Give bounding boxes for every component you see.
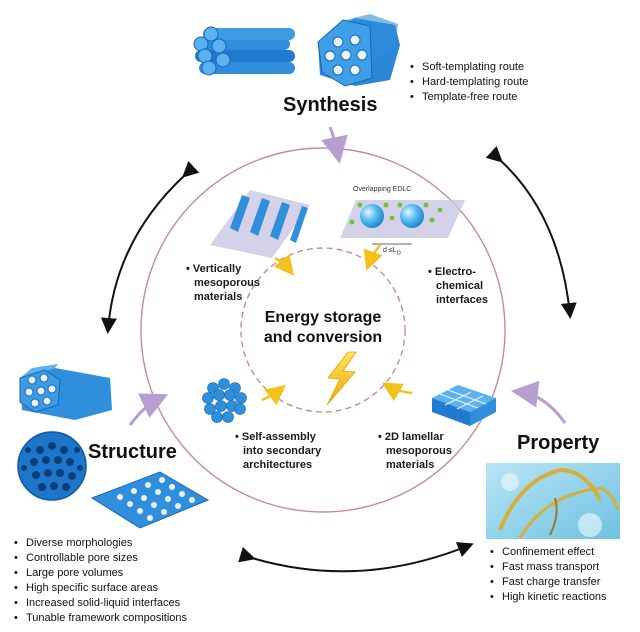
- structure-feature-item: Large pore volumes: [14, 566, 187, 581]
- property-feature-item: Fast charge transfer: [490, 575, 607, 590]
- structure-feature-item: Controllable pore sizes: [14, 551, 187, 566]
- pointer-arrow-property: [511, 380, 567, 424]
- vertical-mesoporous-illustration: [210, 190, 310, 258]
- structure-feature-item: Increased solid-liquid interfaces: [14, 596, 187, 611]
- rod-bundle-illustration: [193, 26, 295, 76]
- cycle-arrow-synthesis-property: [485, 145, 577, 319]
- synthesis-route-item: Soft-templating route: [410, 60, 528, 75]
- hex-tube-illustration: [19, 364, 112, 420]
- self-assembly-illustration: [202, 378, 247, 423]
- lightning-bolt-icon: [326, 351, 357, 406]
- label-line: mesoporous: [194, 277, 261, 289]
- center-title-line2: and conversion: [263, 329, 383, 346]
- label-line: chemical: [436, 280, 484, 292]
- structure-feature-item: High specific surface areas: [14, 581, 187, 596]
- vertically-mesoporous-label: • Vertically mesoporous materials: [186, 263, 261, 303]
- yellow-arrow-tr: [363, 244, 383, 271]
- structure-heading: Structure: [88, 441, 177, 463]
- label-line: Self-assembly: [241, 431, 316, 443]
- property-feature-item: Fast mass transport: [490, 560, 607, 575]
- property-illustration: [486, 463, 620, 539]
- label-line: Electro-: [434, 266, 476, 278]
- property-heading: Property: [517, 432, 600, 454]
- label-line: materials: [194, 291, 243, 303]
- label-line: architectures: [243, 459, 313, 471]
- inner-ring: [240, 247, 406, 413]
- lamellar-illustration: [432, 385, 496, 426]
- porous-sphere-illustration: [17, 431, 87, 501]
- edlc-illustration: [340, 200, 465, 245]
- structure-feature-item: Diverse morphologies: [14, 536, 187, 551]
- label-line: into secondary: [243, 445, 322, 457]
- label-line: materials: [386, 459, 435, 471]
- synthesis-route-item: Hard-templating route: [410, 75, 528, 90]
- cycle-arrow-structure-property: [238, 542, 474, 573]
- property-feature-item: Confinement effect: [490, 545, 607, 560]
- property-feature-list: Confinement effect Fast mass transport F…: [490, 545, 607, 605]
- pointer-arrow-structure: [128, 393, 169, 426]
- yellow-arrow-br: [381, 382, 413, 402]
- self-assembly-label: • Self-assembly into secondary architect…: [235, 431, 322, 471]
- label-line: 2D lamellar: [384, 431, 444, 443]
- synthesis-route-item: Template-free route: [410, 90, 528, 105]
- label-line: Vertically: [192, 263, 242, 275]
- electrochemical-interfaces-label: • Electro- chemical interfaces: [428, 266, 488, 306]
- center-title-line1: Energy storage: [264, 309, 382, 326]
- structure-feature-item: Tunable framework compositions: [14, 611, 187, 626]
- cycle-arrow-synthesis-structure: [100, 160, 200, 334]
- pointer-arrow-synthesis: [321, 126, 348, 164]
- structure-feature-list: Diverse morphologies Controllable pore s…: [14, 536, 187, 626]
- yellow-arrow-tl: [273, 254, 295, 276]
- property-feature-item: High kinetic reactions: [490, 590, 607, 605]
- mesh-sheet-illustration: [90, 471, 210, 529]
- edlc-caption: Overlapping EDLC: [353, 186, 412, 193]
- synthesis-route-list: Soft-templating route Hard-templating ro…: [410, 60, 528, 105]
- lamellar-label: • 2D lamellar mesoporous materials: [378, 431, 453, 471]
- label-line: interfaces: [436, 294, 488, 306]
- synthesis-heading: Synthesis: [283, 94, 378, 116]
- yellow-arrow-bl: [261, 384, 286, 406]
- hex-templated-rod-illustration: [317, 14, 400, 87]
- label-line: mesoporous: [386, 445, 453, 457]
- edlc-dimension: d ≤LD: [383, 247, 401, 257]
